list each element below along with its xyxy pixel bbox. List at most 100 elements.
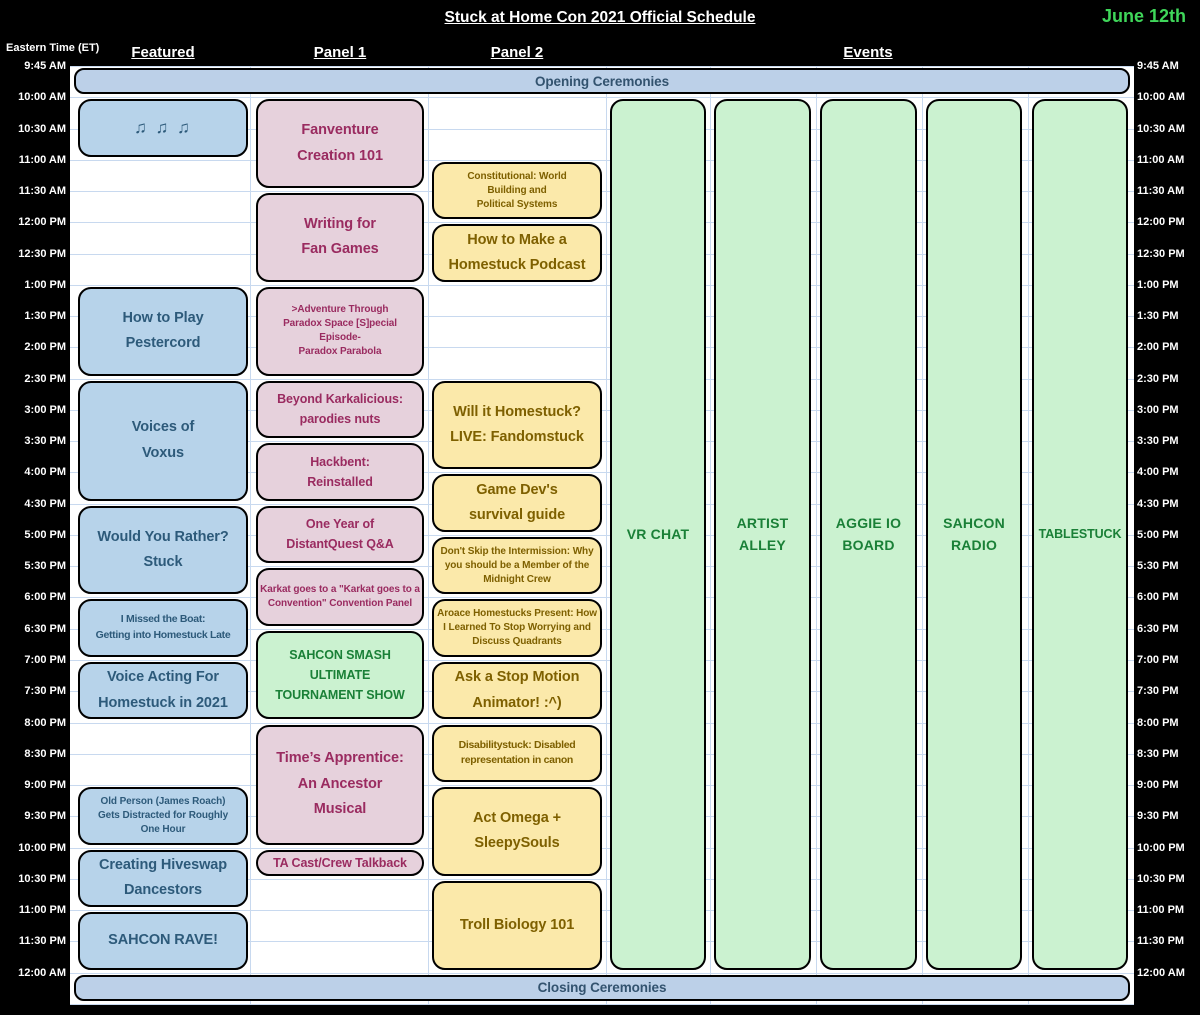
event-block: AGGIE IO BOARD xyxy=(820,99,917,970)
event-block: How to Make a Homestuck Podcast xyxy=(432,224,602,282)
event-block: Troll Biology 101 xyxy=(432,880,602,970)
time-label: 10:00 AM xyxy=(18,91,66,104)
grid-line-horizontal xyxy=(70,284,1134,286)
time-label: 12:00 AM xyxy=(18,966,66,979)
grid-line-horizontal xyxy=(70,691,1134,693)
column-header-events: Events xyxy=(843,44,893,61)
time-label: 11:00 AM xyxy=(18,153,66,166)
grid-line-horizontal xyxy=(70,253,1134,255)
event-block: ♫ ♫ ♫ xyxy=(78,99,248,157)
time-label: 9:45 AM xyxy=(1137,60,1179,72)
grid-line-vertical xyxy=(428,66,429,1004)
event-block: Aroace Homestucks Present: How I Learned… xyxy=(432,599,602,657)
grid-line-vertical xyxy=(710,66,711,1004)
grid-line-horizontal xyxy=(70,816,1134,818)
grid-line-horizontal xyxy=(70,628,1134,630)
event-block: Beyond Karkalicious: parodies nuts xyxy=(256,380,424,439)
grid-line-vertical xyxy=(1028,66,1029,1004)
time-label: 2:30 PM xyxy=(24,372,66,385)
event-block: Opening Ceremonies xyxy=(74,68,1130,95)
event-block: SAHCON SMASH ULTIMATE TOURNAMENT SHOW xyxy=(256,630,424,720)
event-block: Will it Homestuck? LIVE: Fandomstuck xyxy=(432,380,602,470)
time-label: 6:30 PM xyxy=(1137,622,1179,635)
grid-line-horizontal xyxy=(70,566,1134,568)
grid-line-horizontal xyxy=(70,222,1134,224)
grid-line-horizontal xyxy=(70,722,1134,724)
time-label: 11:30 PM xyxy=(18,935,66,948)
time-label: 9:00 PM xyxy=(1137,779,1179,791)
time-label: 5:00 PM xyxy=(1137,528,1179,541)
time-label: 3:30 PM xyxy=(24,435,66,448)
time-label: 10:30 PM xyxy=(1137,872,1185,885)
grid-line-horizontal xyxy=(70,972,1134,974)
grid-line-horizontal xyxy=(70,597,1134,599)
column-header-panel1: Panel 1 xyxy=(313,44,367,61)
event-block: Fanventure Creation 101 xyxy=(256,99,424,189)
column-header-panel2: Panel 2 xyxy=(490,44,544,61)
time-label: 4:30 PM xyxy=(1137,497,1179,510)
grid-line-horizontal xyxy=(70,409,1134,411)
time-label: 9:00 PM xyxy=(24,779,66,791)
time-label: 8:30 PM xyxy=(1137,747,1179,760)
time-label: 12:30 PM xyxy=(18,247,66,260)
time-label: 11:30 PM xyxy=(1137,935,1185,948)
grid-line-horizontal xyxy=(70,441,1134,443)
time-label: 7:00 PM xyxy=(24,653,66,666)
time-label: 1:30 PM xyxy=(1137,310,1179,323)
time-label: 10:00 PM xyxy=(18,841,66,854)
time-label: 4:30 PM xyxy=(24,497,66,510)
event-block: TA Cast/Crew Talkback xyxy=(256,849,424,876)
time-label: 2:00 PM xyxy=(1137,341,1179,354)
event-block: How to Play Pestercord xyxy=(78,286,248,376)
event-block: Disabilitystuck: Disabled representation… xyxy=(432,724,602,782)
event-block: Hackbent: Reinstalled xyxy=(256,443,424,501)
event-block: ARTIST ALLEY xyxy=(714,99,811,970)
time-label: 2:30 PM xyxy=(1137,372,1179,385)
event-block: Old Person (James Roach) Gets Distracted… xyxy=(78,787,248,845)
time-label: 6:30 PM xyxy=(24,622,66,635)
time-label: 12:00 PM xyxy=(1137,216,1185,229)
time-label: 11:00 PM xyxy=(18,904,66,916)
time-label: 12:00 AM xyxy=(1137,966,1185,979)
grid-line-vertical xyxy=(250,66,251,1004)
grid-line-horizontal xyxy=(70,534,1134,536)
time-label: 8:00 PM xyxy=(24,716,66,729)
grid-line-horizontal xyxy=(70,97,1134,99)
grid-line-horizontal xyxy=(70,878,1134,880)
time-label: 10:00 AM xyxy=(1137,91,1185,104)
grid-line-horizontal xyxy=(70,941,1134,943)
time-label: 2:00 PM xyxy=(24,341,66,354)
grid-line-horizontal xyxy=(70,128,1134,130)
grid-line-horizontal xyxy=(70,159,1134,161)
time-label: 11:00 PM xyxy=(1137,904,1185,916)
time-label: 7:00 PM xyxy=(1137,653,1179,666)
grid-line-vertical xyxy=(606,66,607,1004)
event-block: One Year of DistantQuest Q&A xyxy=(256,505,424,564)
time-label: 9:30 PM xyxy=(1137,810,1179,823)
time-label: 1:00 PM xyxy=(1137,278,1179,291)
column-header-featured: Featured xyxy=(131,44,195,61)
time-label: 6:00 PM xyxy=(24,591,66,604)
event-block: Act Omega + SleepySouls xyxy=(432,787,602,876)
time-label: 5:00 PM xyxy=(24,528,66,541)
event-block: Voice Acting For Homestuck in 2021 xyxy=(78,661,248,720)
event-block: SAHCON RAVE! xyxy=(78,912,248,970)
event-block: SAHCON RADIO xyxy=(926,99,1022,970)
event-block: Voices of Voxus xyxy=(78,380,248,501)
time-label: 8:00 PM xyxy=(1137,716,1179,729)
time-label: 10:30 PM xyxy=(18,872,66,885)
time-label: 5:30 PM xyxy=(24,560,66,573)
event-block: Would You Rather? Stuck xyxy=(78,505,248,595)
event-block: Karkat goes to a "Karkat goes to a Conve… xyxy=(256,568,424,626)
event-block: Time’s Apprentice: An Ancestor Musical xyxy=(256,724,424,845)
time-label: 5:30 PM xyxy=(1137,560,1179,573)
grid-line-horizontal xyxy=(70,503,1134,505)
grid-line-horizontal xyxy=(70,378,1134,380)
time-label: 9:45 AM xyxy=(24,60,66,72)
grid-line-horizontal xyxy=(70,191,1134,192)
time-label: 1:30 PM xyxy=(24,310,66,323)
grid-line-horizontal xyxy=(70,785,1134,786)
grid-line-horizontal xyxy=(70,472,1134,474)
grid-line-horizontal xyxy=(70,753,1134,755)
time-label: 12:00 PM xyxy=(18,216,66,229)
